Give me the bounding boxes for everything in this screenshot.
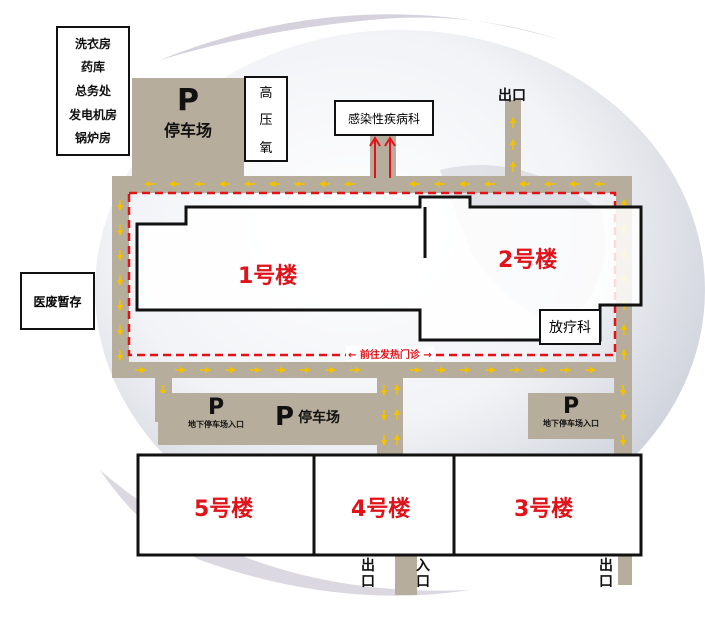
route-label-text: 前往发热门诊 xyxy=(359,350,420,361)
parking-icon: P xyxy=(177,83,199,118)
traffic-arrows xyxy=(116,116,628,447)
right-parking-block xyxy=(528,393,614,439)
underground-parking-right-icon: P xyxy=(562,394,580,419)
top-parking-block xyxy=(132,78,244,178)
top-parking: P 停车场 xyxy=(132,85,244,155)
bottom-right-exit-char-1: 出 xyxy=(599,558,613,574)
radiotherapy-label: 放疗科 xyxy=(549,320,591,336)
building-4-outline xyxy=(312,453,456,557)
bottom-right-exit: 出 口 xyxy=(599,558,613,590)
radiotherapy-box: 放疗科 xyxy=(539,309,601,345)
bottom-entry-char-2: 口 xyxy=(416,574,430,590)
bottom-right-exit-char-2: 口 xyxy=(599,574,613,590)
medical-waste-box: 医废暂存 xyxy=(20,272,95,330)
underground-parking-icon: P xyxy=(207,395,225,420)
building-4-label: 4号楼 xyxy=(351,497,411,522)
bottom-left-exit-char-2: 口 xyxy=(361,574,375,590)
mid-parking-icon: P xyxy=(275,402,295,432)
top-parking-label: 停车场 xyxy=(163,121,212,140)
generator-room-label: 发电机房 xyxy=(68,107,117,122)
fever-clinic-route-label: ← 前往发热门诊 → xyxy=(346,346,434,361)
laundry-label: 洗衣房 xyxy=(74,36,111,51)
boiler-room-label: 锅炉房 xyxy=(74,131,111,146)
route-left-arrow-icon: ← xyxy=(348,350,357,361)
route-right-arrow-icon: → xyxy=(423,350,432,361)
infectious-disease-label: 感染性疾病科 xyxy=(347,111,420,126)
service-facilities-box: 洗衣房 药库 总务处 发电机房 锅炉房 xyxy=(56,26,130,156)
bottom-left-exit-char-1: 出 xyxy=(361,558,375,574)
building-1-label: 1号楼 xyxy=(238,264,298,289)
building-5-label: 5号楼 xyxy=(194,497,254,522)
pharmacy-label: 药库 xyxy=(80,60,105,75)
building-1-2-outline xyxy=(135,195,643,342)
underground-parking-left-label: 地下停车场入口 xyxy=(188,420,244,429)
bottom-left-exit: 出 口 xyxy=(361,558,375,590)
medical-waste-label: 医废暂存 xyxy=(33,294,82,309)
underground-parking-left: P 地下停车场入口 xyxy=(180,397,252,430)
hyperbaric-char-1: 高 xyxy=(259,86,273,102)
hyperbaric-char-2: 压 xyxy=(259,113,273,129)
mid-parking-label: 停车场 xyxy=(298,410,341,426)
hyperbaric-oxygen-box: 高 压 氧 xyxy=(244,76,288,162)
mid-parking-block xyxy=(158,393,377,445)
infectious-disease-box: 感染性疾病科 xyxy=(334,100,434,136)
general-affairs-label: 总务处 xyxy=(74,83,111,98)
underground-parking-right-label: 地下停车场入口 xyxy=(543,419,599,428)
underground-parking-right: P 地下停车场入口 xyxy=(528,396,614,429)
mid-parking: P 停车场 xyxy=(275,402,375,432)
top-exit-label: 出口 xyxy=(498,88,526,104)
hyperbaric-char-3: 氧 xyxy=(259,140,273,156)
bottom-entry: 入 口 xyxy=(416,558,430,590)
building-3-outline xyxy=(452,453,643,557)
bottom-entry-char-1: 入 xyxy=(416,558,430,574)
infectious-route-arrows xyxy=(369,136,396,178)
building-3-label: 3号楼 xyxy=(514,497,574,522)
building-2-label: 2号楼 xyxy=(498,248,558,273)
